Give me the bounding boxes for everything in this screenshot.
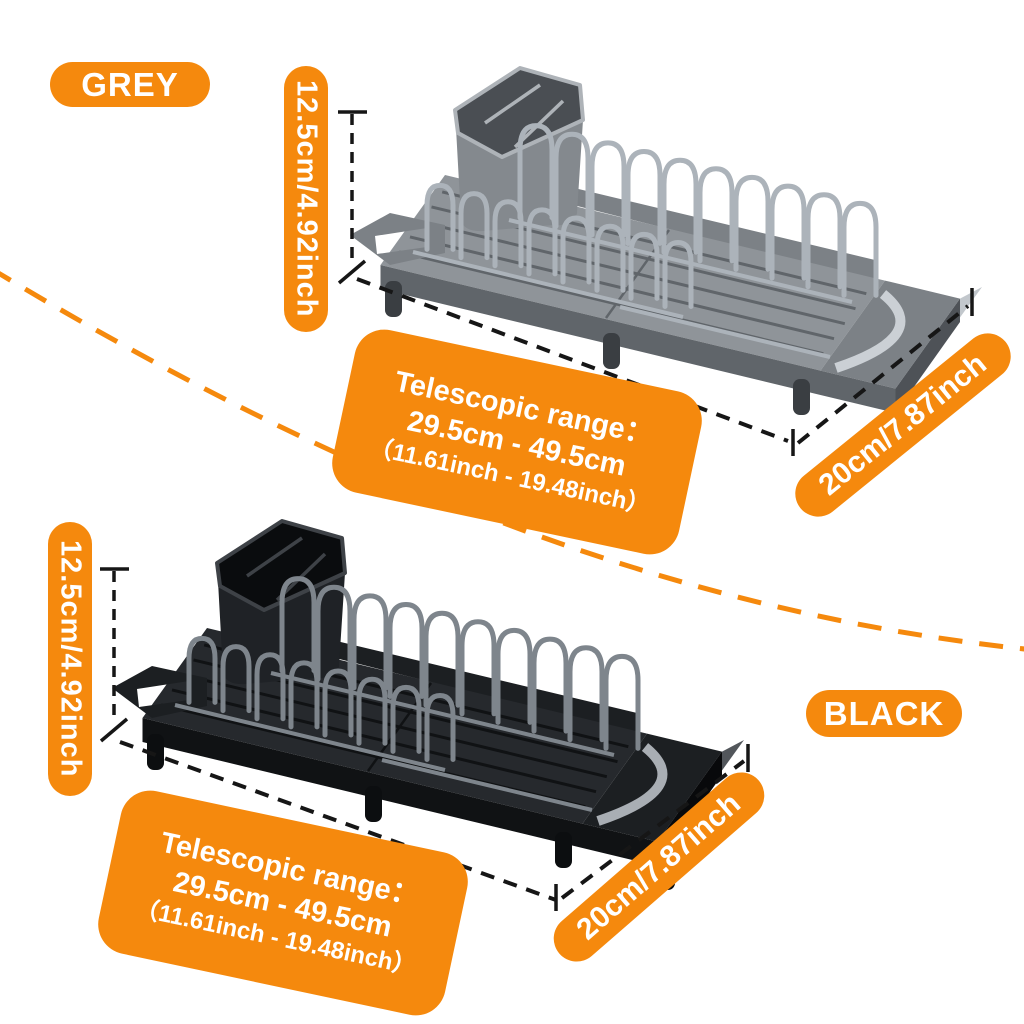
black-height-badge-label: 12.5cm/4.92inch xyxy=(54,540,87,778)
black-color-badge: BLACK xyxy=(806,690,962,737)
black-length-dimension-line xyxy=(119,740,558,911)
black-color-badge-label: BLACK xyxy=(823,695,945,732)
grey-height-badge: 12.5cm/4.92inch xyxy=(284,66,328,332)
grey-depth-dimension-line xyxy=(796,288,974,445)
grey-height-badge-label: 12.5cm/4.92inch xyxy=(290,80,323,318)
black-height-badge: 12.5cm/4.92inch xyxy=(48,522,92,796)
black-height-dimension-line xyxy=(99,567,129,743)
grey-color-badge-label: GREY xyxy=(81,66,179,103)
grey-color-badge: GREY xyxy=(50,62,210,107)
black-depth-dimension-line xyxy=(560,744,750,900)
grey-length-dimension-line xyxy=(356,277,795,456)
grey-height-dimension-line xyxy=(337,110,367,285)
